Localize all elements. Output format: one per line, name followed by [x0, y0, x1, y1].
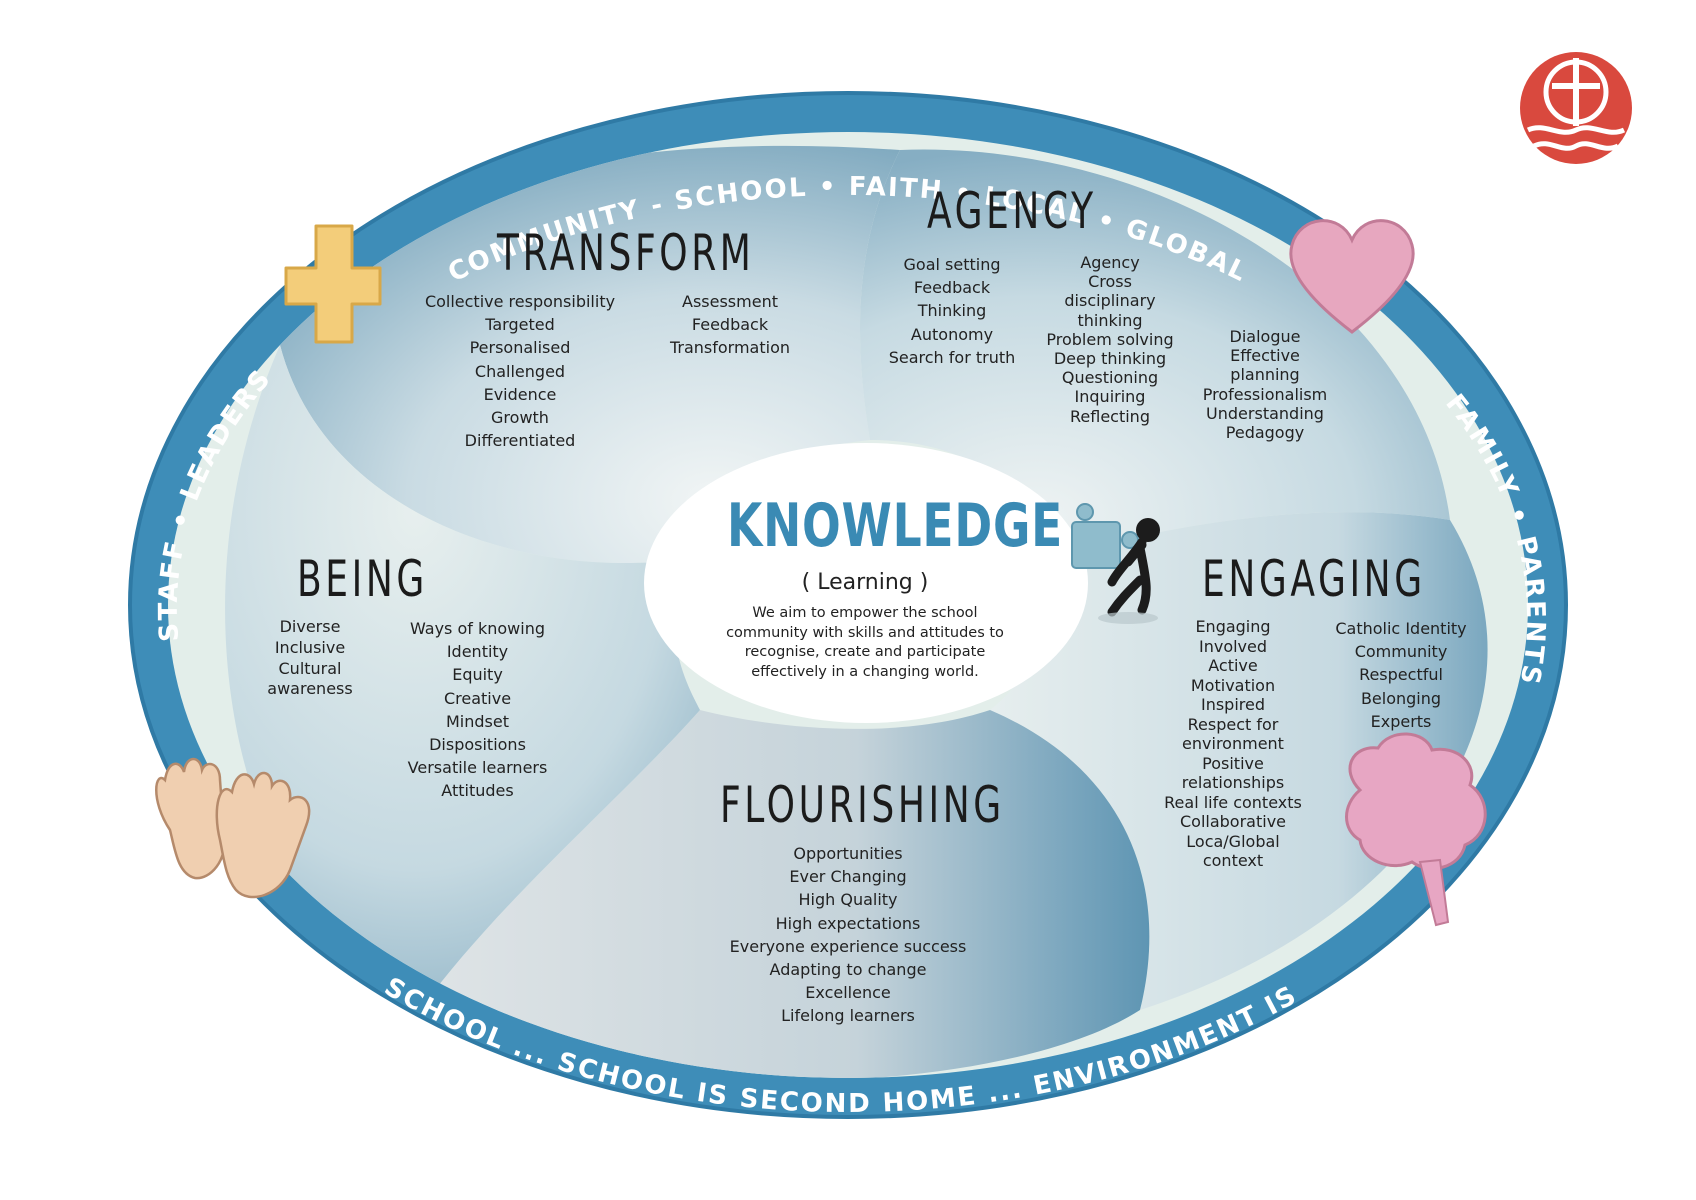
being-petal	[225, 345, 701, 1010]
agency-list-3-item: Dialogue	[1229, 327, 1301, 346]
flourishing-list-item: Opportunities	[793, 844, 903, 863]
agency-list-3-item: Understanding	[1206, 403, 1324, 423]
cross-icon	[284, 224, 382, 344]
being-list-1-item: Diverse	[279, 617, 341, 636]
agency-list-2-item: Problem solving	[1046, 329, 1174, 349]
agency-list-2-item: Cross disciplinary thinking	[1064, 272, 1156, 330]
heart-icon	[1289, 219, 1415, 334]
engaging-list-1-item: Inspired	[1200, 695, 1266, 715]
engaging-list-1-item: Motivation	[1190, 675, 1276, 695]
flourishing-list-item: Excellence	[805, 983, 891, 1003]
knowledge-title: KNOWLEDGE	[727, 491, 1064, 561]
being-list-2-item: Equity	[452, 665, 503, 685]
agency-list-3-item: Professionalism	[1202, 384, 1328, 404]
engaging-list-1-item: Active	[1208, 656, 1258, 676]
flourishing-title: FLOURISHING	[720, 776, 1005, 834]
engaging-list-1-item: Positive relationships	[1181, 753, 1285, 793]
agency-list-2-item: Agency	[1080, 253, 1140, 272]
being-list-2-item: Versatile learners	[407, 758, 548, 778]
school-logo-icon	[1520, 52, 1632, 164]
engaging-list-1-item: Engaging	[1195, 617, 1271, 636]
knowledge-ellipse	[644, 443, 1088, 723]
transform-list-2-item: Transformation	[669, 338, 791, 358]
engaging-list-2-item: Community	[1354, 642, 1448, 662]
being-list-1-item: Inclusive	[274, 637, 346, 657]
agency-petal	[860, 149, 1450, 560]
transform-title: TRANSFORM	[497, 224, 755, 282]
being-list-2-item: Ways of knowing	[409, 619, 546, 638]
agency-list-1-item: Feedback	[913, 278, 991, 298]
transform-list-1-item: Targeted	[485, 315, 555, 335]
flourishing-list-item: Lifelong learners	[781, 1006, 915, 1026]
flourishing-list-item: Ever Changing	[789, 867, 907, 887]
transform-list-1-item: Challenged	[474, 361, 566, 381]
transform-list-2-item: Feedback	[691, 315, 769, 335]
engaging-list-2-item: Experts	[1370, 711, 1432, 731]
being-list-2-item: Creative	[443, 688, 512, 708]
engaging-list-1-item: Respect for environment	[1182, 714, 1284, 754]
transform-list-1-item: Personalised	[469, 338, 571, 358]
agency-list-1-item: Autonomy	[910, 324, 994, 344]
agency-list-3-item: Pedagogy	[1225, 422, 1305, 442]
engaging-petal	[990, 512, 1488, 1010]
engaging-list-2-item: Belonging	[1360, 688, 1442, 708]
flourishing-list-item: High Quality	[798, 890, 898, 910]
being-list-1-item: Cultural awareness	[267, 658, 353, 699]
transform-list-1-item: Evidence	[483, 384, 557, 404]
agency-list-2-item: Reflecting	[1070, 406, 1150, 426]
agency-list-1-item: Thinking	[917, 301, 987, 321]
agency-list-2-item: Deep thinking	[1053, 348, 1167, 368]
agency-list-3-item: Effective planning	[1230, 346, 1300, 385]
transform-list-1-item: Differentiated	[464, 431, 576, 451]
flourishing-list-item: Everyone experience success	[729, 936, 967, 956]
engaging-list-2-item: Catholic Identity	[1335, 619, 1467, 638]
engaging-list-2-item: Respectful	[1359, 665, 1443, 685]
engaging-title: ENGAGING	[1202, 550, 1426, 608]
being-list-2-item: Identity	[446, 642, 509, 662]
transform-petal	[280, 145, 900, 564]
puzzle-figure-icon	[1071, 503, 1160, 624]
flourishing-petal	[420, 710, 1150, 1078]
transform-list-1-item: Growth	[491, 407, 549, 427]
transform-list-2-item: Assessment	[682, 292, 778, 311]
engaging-list-1-item: Collaborative	[1179, 812, 1286, 832]
being-list-2-item: Attitudes	[441, 781, 514, 801]
outer-ring-shade	[128, 91, 1568, 1119]
engaging-list-1-item: Involved	[1198, 636, 1268, 656]
agency-list-1-item: Goal setting	[903, 255, 1001, 274]
agency-list-2-item: Questioning	[1061, 368, 1159, 388]
flourishing-list-item: High expectations	[775, 913, 921, 933]
agency-list-1-item: Search for truth	[888, 347, 1016, 367]
being-title: BEING	[297, 550, 428, 608]
engaging-list-1-item: Real life contexts	[1164, 792, 1302, 812]
knowledge-subtitle: ( Learning )	[801, 570, 929, 595]
agency-title: AGENCY	[927, 182, 1097, 240]
hands-icon	[155, 757, 311, 899]
flourishing-list-item: Adapting to change	[769, 959, 927, 979]
knowledge-description: We aim to empower the school community w…	[726, 605, 1004, 680]
being-list-2-item: Dispositions	[429, 734, 526, 754]
agency-list-2-item: Inquiring	[1074, 387, 1146, 407]
transform-list-1-item: Collective responsibility	[424, 292, 616, 311]
engaging-list-1-item: Loca/Global context	[1186, 831, 1280, 871]
brain-icon	[1345, 732, 1487, 927]
being-list-2-item: Mindset	[446, 711, 509, 731]
